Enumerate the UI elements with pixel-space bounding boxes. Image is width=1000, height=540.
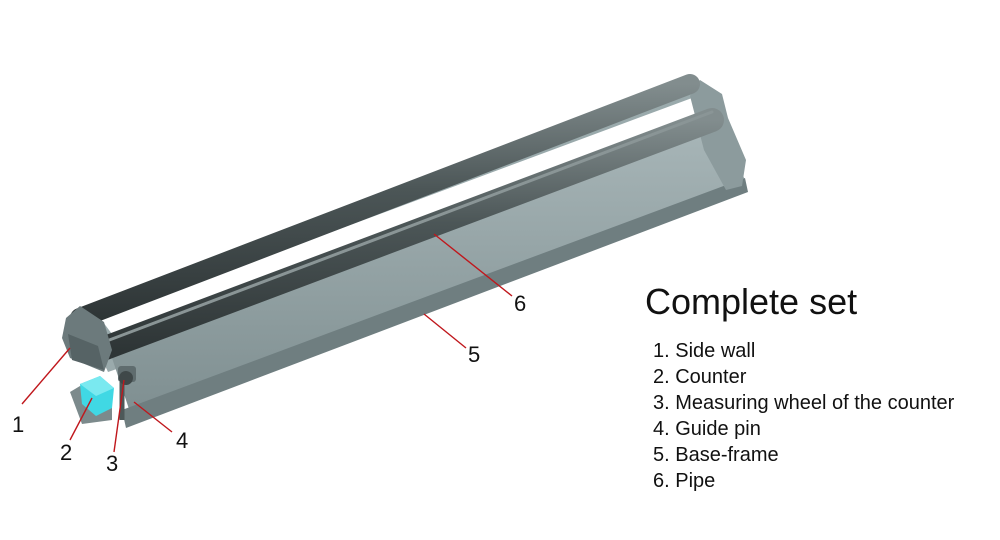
measuring-wheel: [119, 371, 133, 385]
legend-list: 1. Side wall 2. Counter 3. Measuring whe…: [645, 338, 997, 494]
legend-title: Complete set: [645, 281, 858, 322]
callout-5: 5: [468, 342, 480, 367]
legend-item-base-frame: 5. Base-frame: [653, 444, 779, 466]
legend-item-pipe: 6. Pipe: [653, 470, 716, 492]
counter-top-face: [80, 376, 114, 396]
front-pipe: [88, 108, 724, 362]
callout-1: 1: [12, 412, 24, 437]
leader-line-1: [21, 347, 71, 405]
legend-item-side-wall: 1. Side wall: [653, 340, 756, 362]
leader-lines: [21, 233, 513, 453]
leader-line-2: [69, 397, 93, 441]
base-frame-front-face: [110, 122, 745, 412]
back-pipe: [70, 74, 700, 328]
leader-line-4: [133, 401, 173, 433]
base-frame-flange: [122, 178, 748, 428]
legend-item-counter: 2. Counter: [653, 366, 747, 388]
front-pipe-highlight: [102, 110, 714, 344]
legend-item-guide-pin: 4. Guide pin: [653, 418, 761, 440]
legend-item-measuring-wheel: 3. Measuring wheel of the counter: [653, 392, 955, 414]
callout-4: 4: [176, 428, 188, 453]
leader-line-5: [423, 313, 467, 349]
callout-6: 6: [514, 291, 526, 316]
callout-3: 3: [106, 451, 118, 476]
side-wall-face: [68, 334, 104, 370]
pipe-gap: [100, 98, 708, 334]
leader-line-6: [433, 233, 513, 297]
callout-2: 2: [60, 440, 72, 465]
legend: Complete set 1. Side wall 2. Counter 3. …: [645, 280, 997, 494]
leader-line-3: [113, 379, 125, 453]
right-end-cap: [690, 80, 746, 190]
